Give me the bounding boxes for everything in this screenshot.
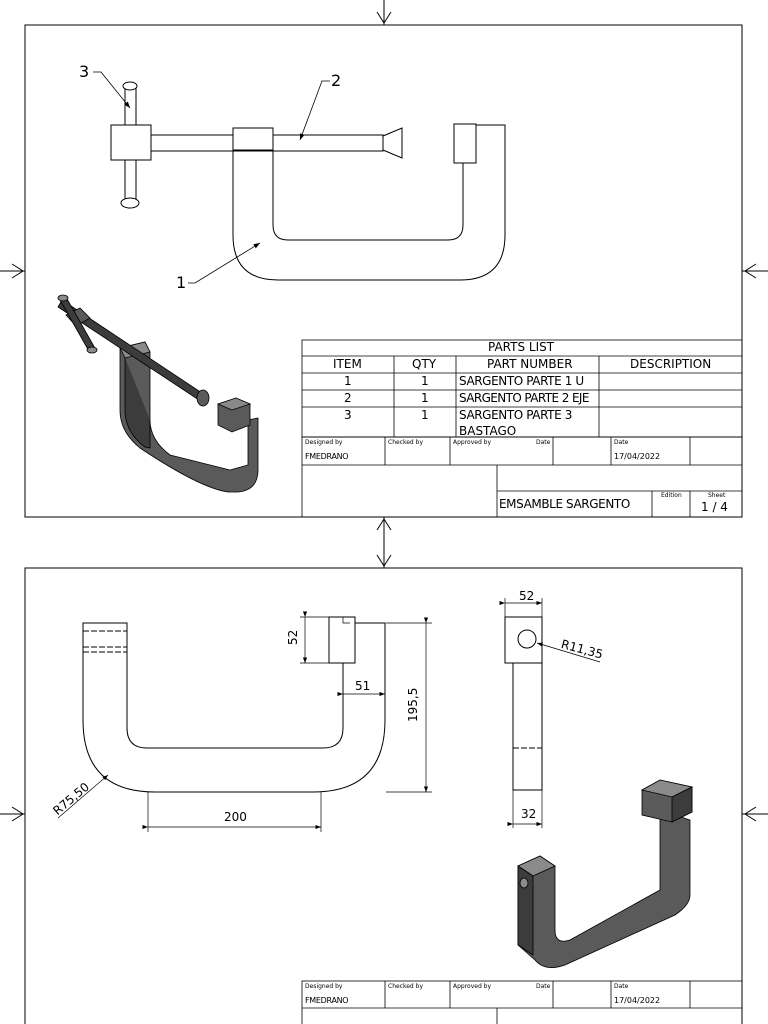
s1-sheet-number: 1 / 4 [701,500,728,514]
sheet2-frame [24,567,743,1024]
s1-sheet-label: Sheet [708,492,726,499]
parts-list-row-3-qty: 1 [421,408,429,422]
parts-list-table [301,339,743,438]
parts-list-row-1-item: 1 [344,374,352,388]
sheet1-title-block [301,436,743,518]
side-view-dimensions [499,598,601,828]
parts-list-title: PARTS LIST [488,340,555,354]
s1-designer: FMEDRANO [305,452,349,461]
parts-list-row-1-qty: 1 [421,374,429,388]
parts-list-row-2-part: SARGENTO PARTE 2 EJE [459,391,589,405]
s1-checked-by-label: Checked by [388,439,424,446]
sheet2-title-block [301,980,743,1024]
parts-list-header-part-number: PART NUMBER [487,357,573,371]
parts-list-row-1-part: SARGENTO PARTE 1 U [459,374,584,388]
s2-date-label: Date [536,983,551,990]
parts-list-header-description: DESCRIPTION [630,357,712,371]
dim-height-195: 195,5 [406,687,420,722]
s2-designer: FMEDRANO [305,996,349,1005]
dim-width-200: 200 [224,810,247,824]
s2-approved-by-label: Approved by [453,983,492,990]
s1-designed-by-label: Designed by [305,439,343,446]
s2-checked-by-label: Checked by [388,983,424,990]
s2-date: 17/04/2022 [614,996,661,1005]
part-front-view [82,616,386,793]
sheet2-center-marks [0,806,768,822]
dim-offset-51: 51 [355,679,371,693]
s1-edition-label: Edition [661,492,682,499]
dim-height-52: 52 [286,629,300,645]
parts-list-header-item: ITEM [333,357,362,371]
part-side-view [504,616,543,791]
balloon-1: 1 [176,273,187,292]
front-view-dimensions [57,611,432,832]
sheet1-balloon-leaders [93,71,330,284]
s2-date-label-2: Date [614,983,629,990]
dim-top-width-52: 52 [519,589,535,603]
dim-radius-r75: R75,50 [50,779,93,818]
dim-radius-r11: R11,35 [559,637,605,662]
parts-list-header-qty: QTY [412,357,437,371]
parts-list-row-2-qty: 1 [421,391,429,405]
sheet1-assembly-view [110,81,506,281]
parts-list-row-3-part: SARGENTO PARTE 3 [459,408,572,422]
s2-designed-by-label: Designed by [305,983,343,990]
parts-list-row-2-item: 2 [344,391,352,405]
parts-list-row-3-part-line2: BASTAGO [459,424,517,438]
dim-bottom-width-32: 32 [521,807,537,821]
balloon-3: 3 [79,62,90,81]
parts-list-row-3-item: 3 [344,408,352,422]
s1-date: 17/04/2022 [614,452,661,461]
sheet1-iso-view [57,294,259,493]
balloon-2: 2 [331,71,342,90]
s1-date-label-2: Date [614,439,629,446]
sheet1-center-marks [0,0,768,568]
s1-date-label: Date [536,439,551,446]
s1-approved-by-label: Approved by [453,439,492,446]
part-iso-view [517,779,694,968]
s1-drawing-title: EMSAMBLE SARGENTO [499,497,630,511]
